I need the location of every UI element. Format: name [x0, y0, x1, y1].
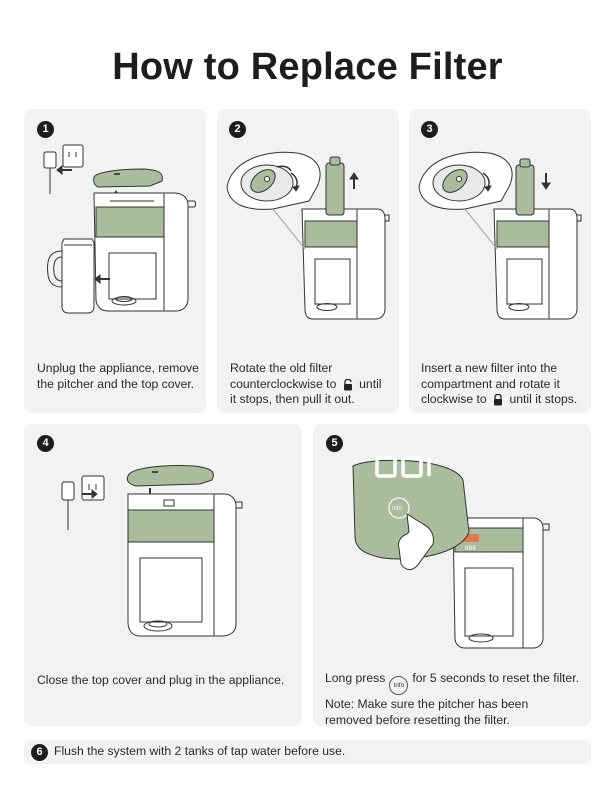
step-5-caption: Long pressInfofor 5 seconds to reset the… — [325, 671, 579, 728]
step-3-card: 3 Insert a new filter into the compartme… — [409, 109, 591, 413]
step-1-caption-line-1: Unplug the appliance, remove — [37, 361, 199, 375]
step-1-number: 1 — [37, 121, 54, 138]
page-title: How to Replace Filter — [112, 46, 503, 88]
step-5-caption-line-1: Long pressInfofor 5 seconds to reset the… — [325, 671, 579, 695]
step-2-caption-line-2: counterclockwise to until — [230, 376, 382, 391]
info-button-label-illustration: Info — [392, 506, 403, 512]
step-3-caption: Insert a new filter into the compartment… — [421, 361, 577, 408]
step-6-number: 6 — [31, 743, 48, 761]
step-4-card: 4 Close the top — [24, 424, 302, 726]
step-6-caption: Flush the system with 2 tanks of tap wat… — [54, 744, 346, 758]
step-2-illustration — [226, 151, 390, 320]
step-1-illustration — [43, 144, 196, 314]
step-5-card: 5 888 Info — [313, 424, 591, 728]
step-5-illustration: 888 Info — [352, 456, 550, 649]
step-3-caption-line-3: clockwise to until it stops. — [421, 392, 578, 406]
step-2-caption-line-3: it stops, then pull it out. — [230, 392, 355, 406]
step-6-banner: 6 Flush the system with 2 tanks of tap w… — [24, 740, 591, 764]
step-5-note-line-1: Note: Make sure the pitcher has been — [325, 697, 529, 711]
step-2-caption: Rotate the old filter counterclockwise t… — [230, 361, 382, 408]
body-display-digits: 888 — [465, 545, 476, 552]
step-4-illustration — [61, 465, 243, 637]
step-3-number: 3 — [421, 121, 438, 138]
step-3-illustration — [418, 151, 582, 320]
step-1-caption: Unplug the appliance, remove the pitcher… — [37, 361, 199, 392]
step-4-number: 4 — [37, 435, 54, 452]
step-4-caption: Close the top cover and plug in the appl… — [37, 673, 284, 689]
step-1-caption-line-2: the pitcher and the top cover. — [37, 376, 195, 391]
step-5-note-line-2: removed before resetting the filter. — [325, 712, 510, 727]
lock-icon — [494, 394, 503, 406]
step-3-caption-line-2: compartment and rotate it — [421, 376, 560, 391]
step-2-caption-line-1: Rotate the old filter — [230, 361, 333, 375]
unlock-icon — [343, 378, 352, 390]
step-4-caption-line-1: Close the top cover and plug in the appl… — [37, 673, 285, 687]
step-2-card: 2 Rotate the old filter — [217, 109, 399, 413]
step-3-caption-line-1: Insert a new filter into the — [421, 361, 558, 375]
step-1-card: 1 — [24, 109, 206, 413]
step-2-number: 2 — [229, 121, 246, 138]
info-button-icon: Info — [389, 676, 409, 695]
step-5-number: 5 — [326, 435, 343, 452]
